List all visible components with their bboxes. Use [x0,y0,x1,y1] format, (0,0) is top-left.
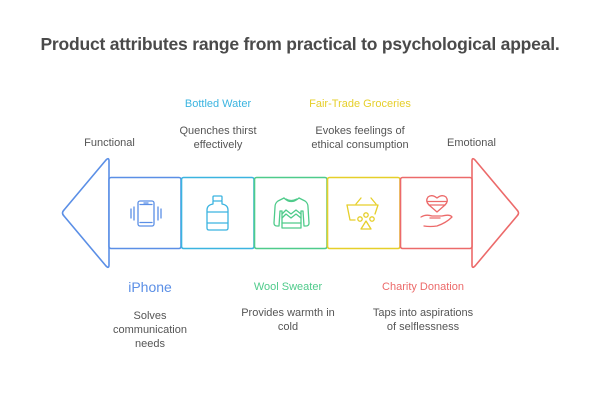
box-fair-trade [326,176,401,250]
item-desc-fair-trade: Evokes feelings of ethical consumption [290,124,430,152]
item-desc-wool-sweater: Provides warmth in cold [218,306,358,334]
desc-line: Taps into aspirations [372,307,474,319]
desc-line: Provides warmth in [241,307,335,319]
item-desc-charity: Taps into aspirations of selflessness [353,306,493,334]
left-arrow-head [61,157,110,269]
scale-right-label: Emotional [447,137,496,149]
item-name-fair-trade: Fair-Trade Groceries [309,98,411,110]
grocery-basket-icon [346,197,379,230]
right-arrow-head [471,157,520,269]
item-name-charity: Charity Donation [382,281,464,293]
vibrating-phone-icon [130,200,162,227]
diagram-title: Product attributes range from practical … [40,34,560,54]
item-desc-iphone: Solves communication needs [100,309,200,351]
item-desc-bottled-water: Quenches thirst effectively [166,124,270,152]
scale-left-label: Functional [84,137,135,149]
item-name-bottled-water: Bottled Water [184,98,252,110]
desc-line: needs [135,338,165,350]
desc-line: of selflessness [386,321,460,333]
desc-line: effectively [193,139,243,151]
item-name-wool-sweater: Wool Sweater [253,281,323,293]
box-iphone [108,176,182,250]
desc-line: Solves [133,310,167,322]
water-bottle-icon [206,195,229,231]
heart-in-hand-icon [420,195,453,228]
item-name-iphone: iPhone [128,279,172,295]
desc-line: communication [113,324,187,336]
box-bottled-water [180,176,255,250]
desc-line: Evokes feelings of [315,125,405,137]
desc-line: cold [277,321,299,333]
desc-line: Quenches thirst [179,125,257,137]
box-charity [399,176,473,250]
sweater-icon [273,197,310,229]
desc-line: ethical consumption [311,139,409,151]
